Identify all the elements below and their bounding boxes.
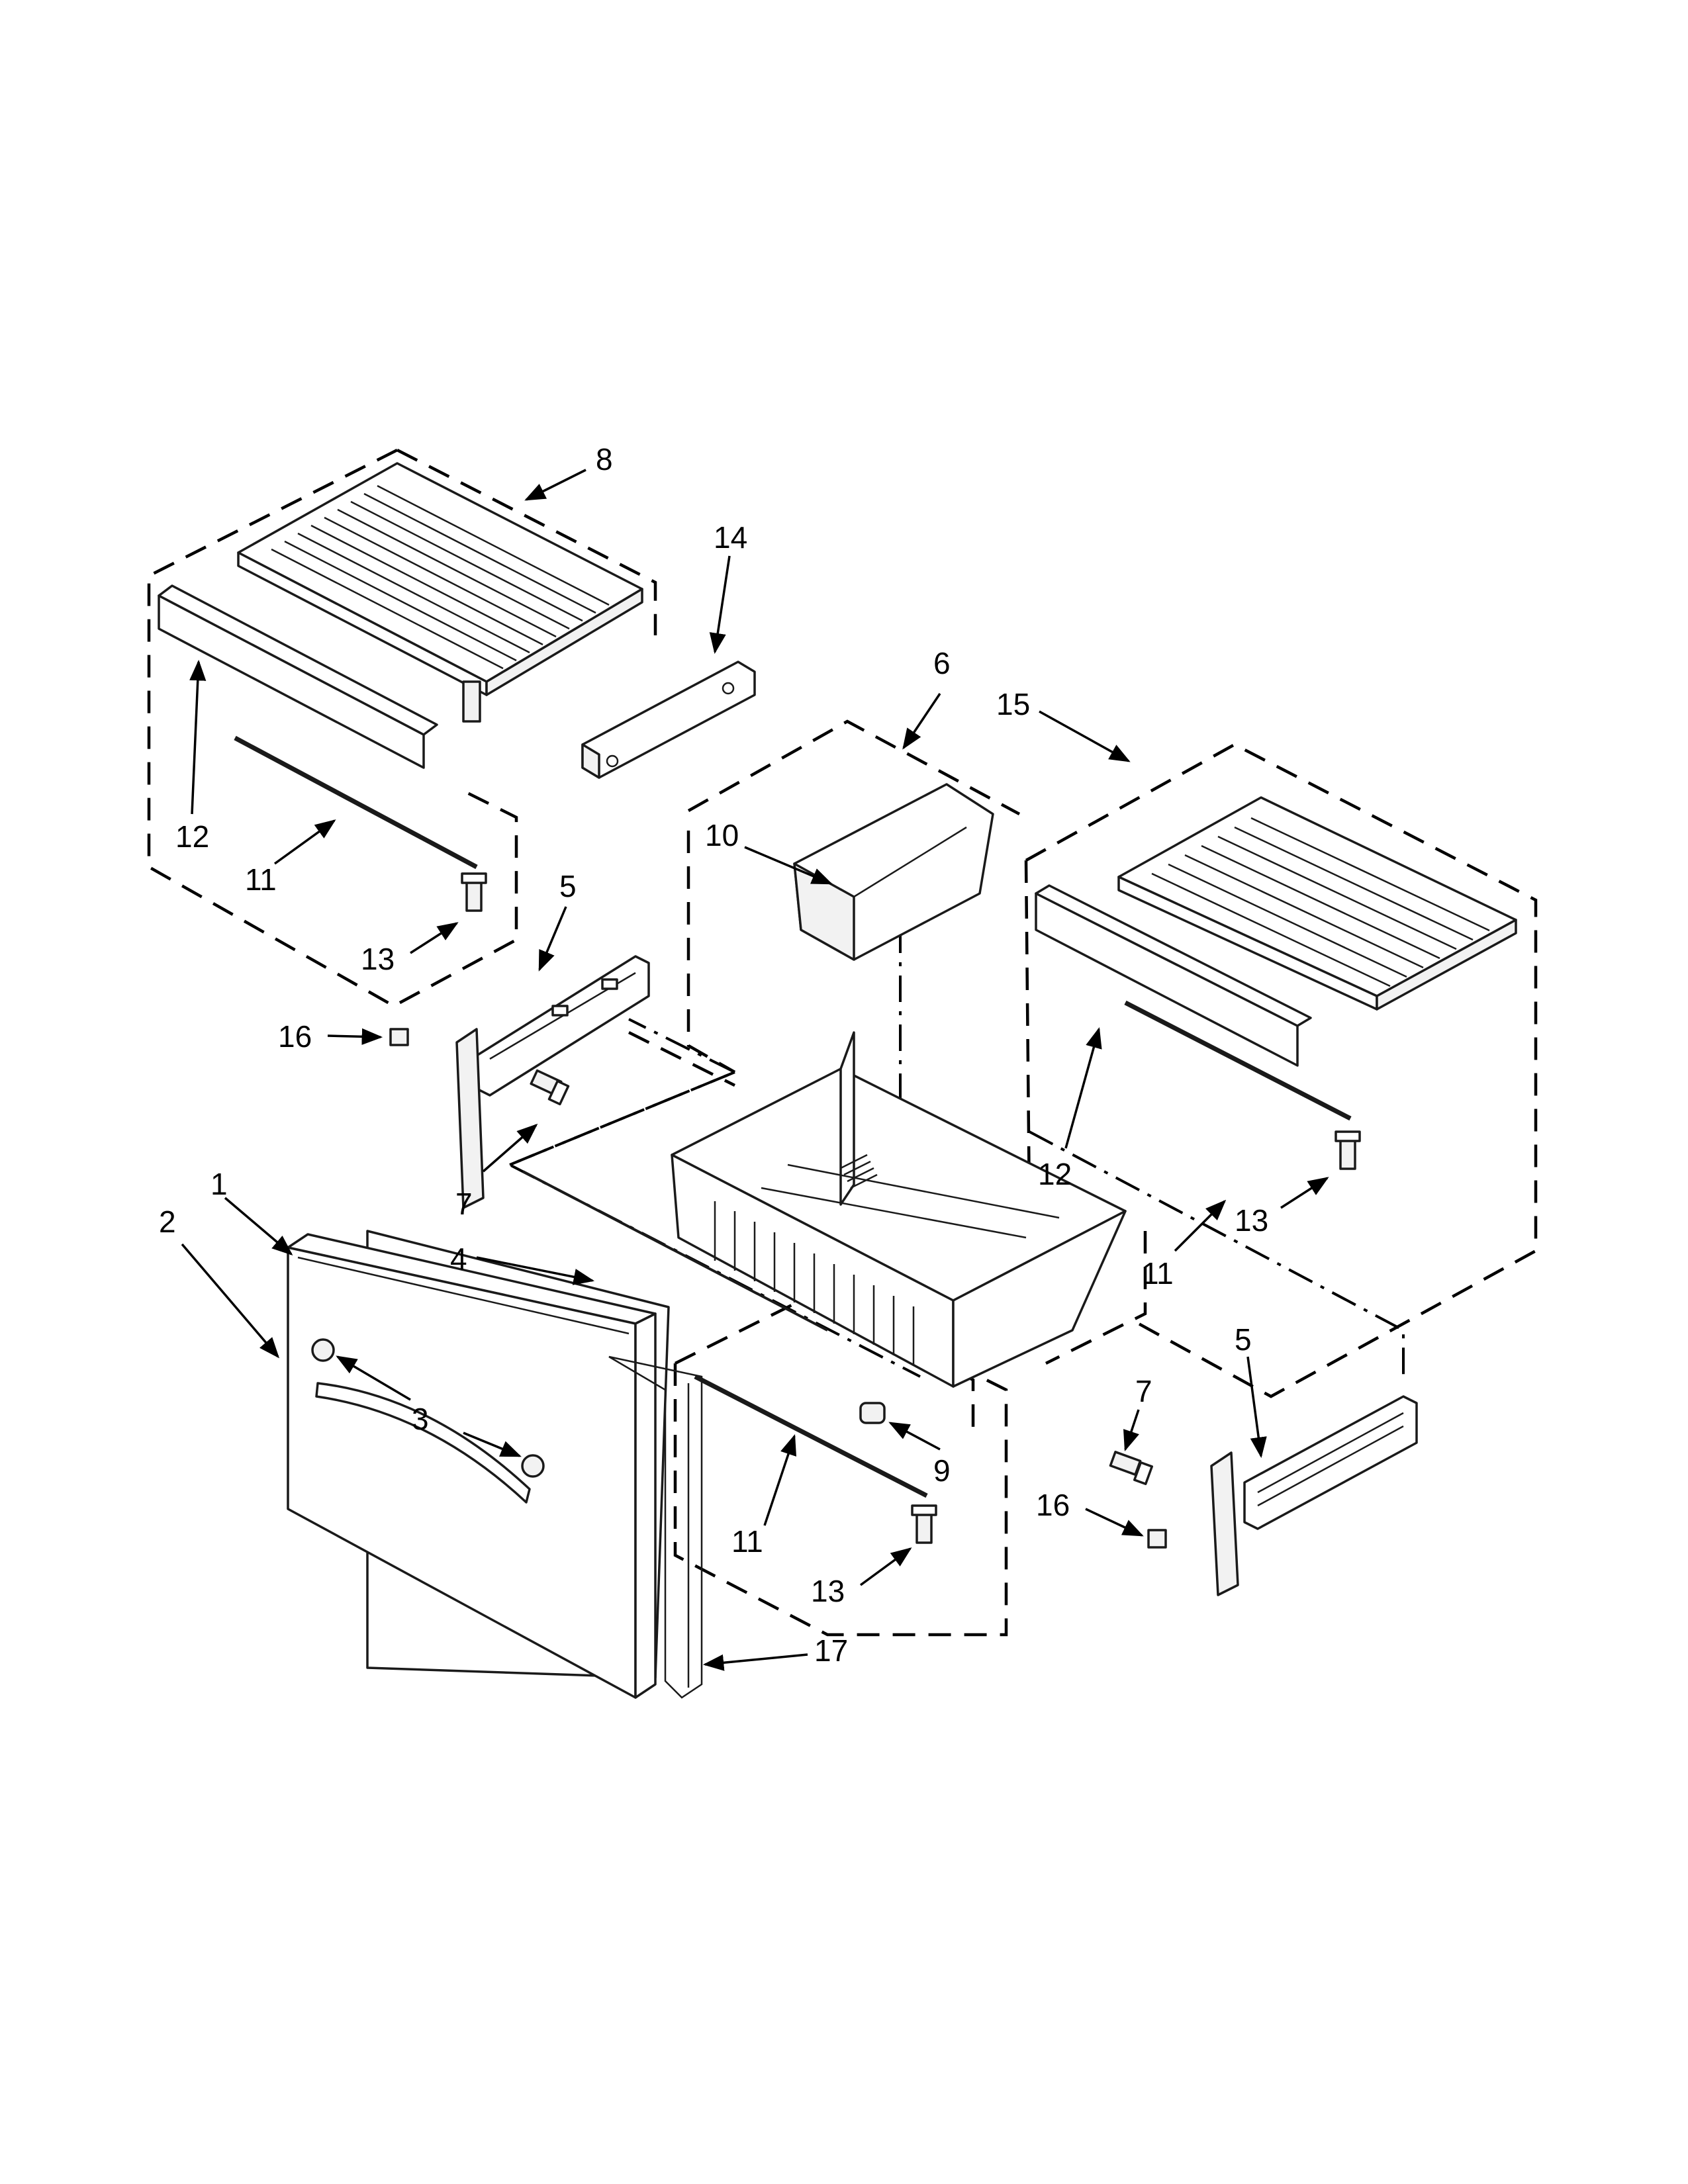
callout-12b: 12 <box>1038 1157 1072 1191</box>
callout-11c: 11 <box>731 1524 763 1559</box>
leader-16a <box>327 1028 383 1045</box>
leader-11a <box>273 819 336 865</box>
screw-lower-center <box>911 1504 937 1544</box>
leader-13a <box>410 922 459 954</box>
leader-2 <box>181 1243 280 1359</box>
callout-2: 2 <box>159 1205 176 1239</box>
drawer-door-front <box>287 1230 670 1699</box>
leader-12b <box>1064 1026 1102 1149</box>
callout-6: 6 <box>933 646 951 680</box>
slide-rail-lower-center <box>694 1374 928 1498</box>
handle-screw-lower <box>521 1454 545 1478</box>
slide-rail-upper-left <box>234 735 478 870</box>
leader-12a <box>189 659 207 815</box>
alignment-line-right <box>1029 1130 1405 1377</box>
leader-7a <box>482 1123 538 1173</box>
leader-16b <box>1085 1508 1144 1537</box>
leader-13c <box>859 1547 912 1586</box>
leader-10 <box>744 846 833 885</box>
leader-11c <box>763 1434 796 1526</box>
assembly-outline-right <box>1025 743 1538 1398</box>
assembly-outline-slide-left <box>628 1030 736 1087</box>
callout-13a: 13 <box>361 942 395 976</box>
leader-15 <box>1039 710 1131 762</box>
callout-13c: 13 <box>811 1574 845 1608</box>
callout-5b: 5 <box>1235 1322 1252 1357</box>
leader-6 <box>902 693 941 750</box>
freezer-basket-center <box>671 1031 1127 1388</box>
clip-left <box>389 1028 409 1046</box>
freezer-shelf-right <box>1035 796 1517 1067</box>
assembly-outline-right-left <box>1024 860 1031 1205</box>
door-gasket <box>608 1355 703 1699</box>
bracket-part-14 <box>581 660 756 779</box>
callout-10: 10 <box>705 818 739 852</box>
assembly-outline-lower-center <box>673 1348 1008 1637</box>
assembly-outline-basket-top <box>687 719 1021 815</box>
leader-13b <box>1280 1177 1329 1209</box>
callout-15: 15 <box>996 687 1030 721</box>
leader-4 <box>476 1256 595 1285</box>
callout-7b: 7 <box>1135 1374 1152 1408</box>
assembly-outline-basket-right <box>1045 1231 1147 1365</box>
slide-rail-right <box>1124 1000 1352 1121</box>
callout-11a: 11 <box>245 862 277 897</box>
leader-5a <box>538 906 567 972</box>
fastener-9 <box>859 1402 886 1424</box>
callout-9: 9 <box>933 1453 951 1488</box>
slide-assembly-right <box>1210 1395 1418 1596</box>
callout-11b: 11 <box>1142 1256 1174 1291</box>
screw-left <box>530 1069 570 1106</box>
callout-16b: 16 <box>1036 1488 1070 1522</box>
leader-9 <box>888 1422 941 1451</box>
callout-13b: 13 <box>1235 1203 1268 1238</box>
callout-7a: 7 <box>455 1187 473 1221</box>
leader-3a <box>336 1355 411 1401</box>
screw-right <box>1335 1130 1361 1170</box>
freezer-shelf-upper <box>158 462 643 769</box>
leader-5b <box>1246 1356 1267 1459</box>
callout-8: 8 <box>596 442 613 477</box>
callout-3: 3 <box>412 1402 429 1436</box>
leader-8 <box>524 469 586 501</box>
callout-12a: 12 <box>175 819 209 854</box>
screw-upper-left <box>461 872 487 912</box>
leader-3b <box>463 1432 522 1457</box>
callout-17: 17 <box>814 1633 848 1668</box>
leader-7b <box>1123 1409 1140 1451</box>
freezer-bin-10 <box>793 783 994 961</box>
callout-14: 14 <box>714 520 747 555</box>
leader-14 <box>709 555 731 655</box>
leader-17 <box>702 1653 808 1671</box>
assembly-outline-upper-left-top <box>396 448 657 635</box>
leader-1 <box>224 1197 293 1256</box>
slide-rail-4 <box>522 1170 828 1332</box>
callout-16a: 16 <box>278 1019 312 1054</box>
leader-11b <box>1174 1199 1227 1252</box>
callout-1: 1 <box>211 1167 228 1201</box>
assembly-outline-upper-left <box>147 448 518 1008</box>
assembly-outline-lower-center-top <box>674 1295 975 1436</box>
callout-5a: 5 <box>559 869 577 903</box>
assembly-outline-basket <box>686 831 736 1073</box>
slide-assembly-left <box>455 955 650 1209</box>
callout-4: 4 <box>450 1242 467 1276</box>
handle-screw-upper <box>311 1338 335 1362</box>
clip-right <box>1147 1529 1167 1549</box>
screw-right-slide <box>1109 1451 1153 1485</box>
